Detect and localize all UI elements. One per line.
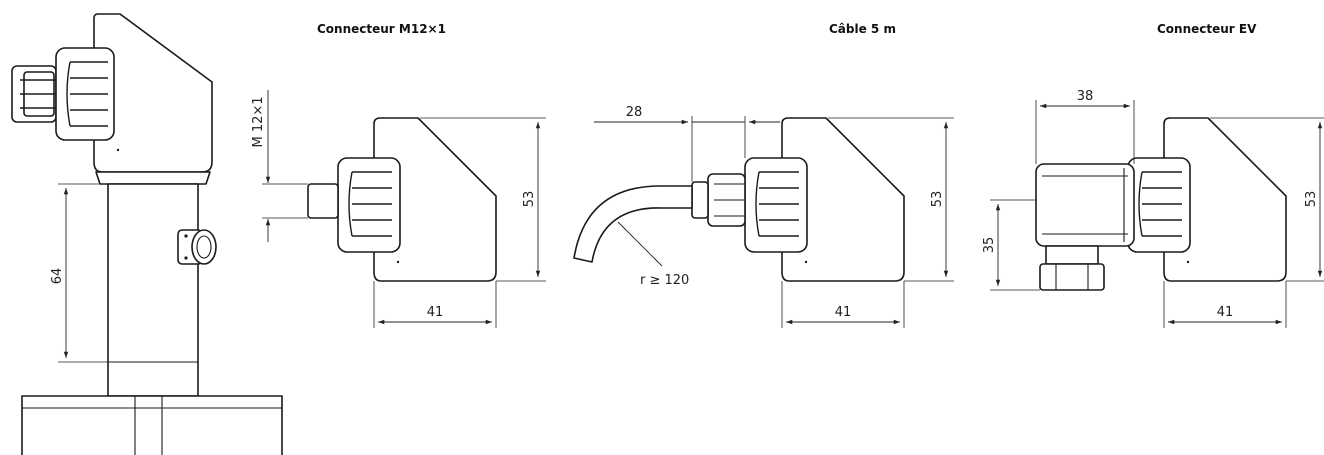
ev-view: Connecteur EV 38 35	[982, 22, 1324, 328]
dim-m12-41: 41	[373, 281, 497, 328]
dim-cable-radius-label: r ≥ 120	[640, 273, 689, 288]
dim-64-label: 64	[50, 268, 65, 285]
dim-ev-41-label: 41	[1217, 305, 1234, 320]
dim-cable-41: 41	[781, 281, 905, 328]
main-device: 64	[11, 13, 283, 455]
main-connector	[11, 47, 115, 141]
dim-64: 64	[50, 183, 108, 363]
dim-ev-41: 41	[1163, 281, 1287, 328]
dim-ev-53-label: 53	[1304, 191, 1319, 208]
dim-ev-53: 53	[1210, 117, 1324, 282]
dim-m12-label: M 12×1	[251, 96, 266, 147]
dim-m12-53: 53	[420, 117, 546, 282]
dim-m12-53-label: 53	[522, 191, 537, 208]
dim-ev-38-label: 38	[1077, 89, 1094, 104]
tube-fitting	[177, 229, 217, 265]
dim-cable-41-label: 41	[835, 305, 852, 320]
dim-cable-28-label: 28	[626, 105, 643, 120]
dim-ev-38: 38	[1035, 89, 1135, 164]
dim-cable-radius: r ≥ 120	[617, 221, 689, 288]
cable-view: Câble 5 m 28 r ≥ 120	[573, 22, 954, 328]
title-cable: Câble 5 m	[829, 22, 896, 36]
title-ev: Connecteur EV	[1157, 22, 1257, 36]
dim-m12-41-label: 41	[427, 305, 444, 320]
dim-ev-35: 35	[982, 199, 1040, 291]
dim-ev-35-label: 35	[982, 237, 997, 254]
dim-cable-53-label: 53	[930, 191, 945, 208]
dim-m12: M 12×1	[251, 90, 308, 242]
dim-cable-28: 28	[594, 105, 780, 182]
m12-view: Connecteur M12×1 M 12×1 53	[251, 22, 546, 328]
dim-cable-53: 53	[828, 117, 954, 282]
title-m12: Connecteur M12×1	[317, 22, 446, 36]
